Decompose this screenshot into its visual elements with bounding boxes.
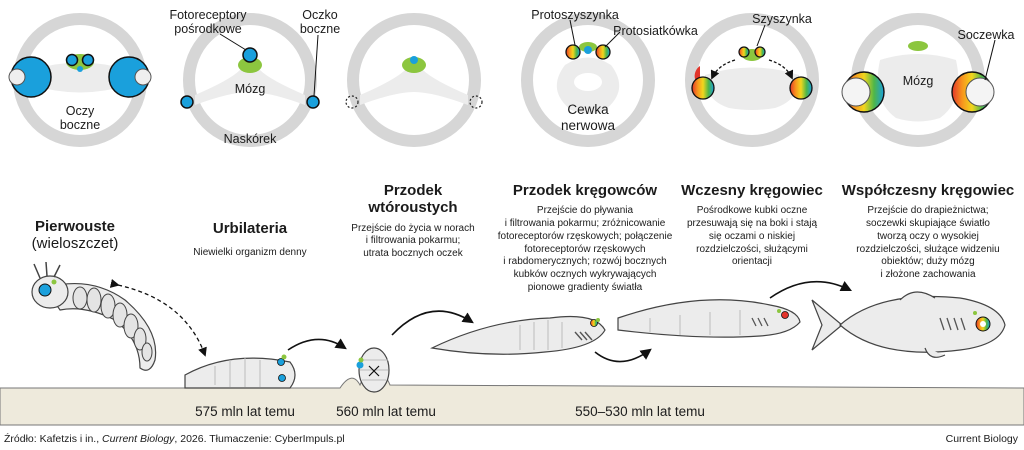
source-credit: Źródło: Kafetzis i in., Current Biology,…	[4, 433, 345, 445]
journal-credit: Current Biology	[945, 433, 1018, 445]
ocellus-left	[180, 95, 194, 109]
lost-ocellus-left	[345, 95, 359, 109]
section-vertebrate-ancestor	[521, 13, 655, 147]
ocellus-right	[306, 95, 320, 109]
polychaete	[31, 261, 157, 371]
label-pineal: Szyszynka	[752, 12, 812, 26]
section-early-vertebrate	[685, 13, 819, 147]
median-eye-right	[81, 53, 95, 67]
stage-early-vertebrate: Wczesny kręgowiec Pośrodkowe kubki oczne…	[681, 182, 823, 268]
label-brain-1: Mózg	[234, 82, 266, 96]
section-protostome	[8, 13, 152, 147]
lateral-eyecup-left	[691, 76, 715, 100]
stage-deuterostome: Przodek wtóroustych Przejście do życia w…	[351, 182, 475, 260]
median-eye-left	[65, 53, 79, 67]
seafloor	[0, 367, 1024, 426]
stage-urbilateria: Urbilateria Niewielki organizm denny	[193, 220, 307, 259]
era-560: 560 mln lat temu	[336, 404, 436, 419]
modern-vertebrate	[811, 291, 1006, 358]
urbilaterian	[184, 354, 296, 389]
label-proto-retina: Protosiatkówka	[613, 24, 698, 38]
label-proto-pineal: Protoszyszynka	[531, 8, 619, 22]
lost-ocellus-right	[469, 95, 483, 109]
section-modern-vertebrate	[841, 13, 995, 147]
median-eye	[242, 47, 258, 63]
stage-protostome-title: Pierwouste (wieloszczet)	[31, 218, 119, 253]
label-lens: Soczewka	[957, 28, 1015, 42]
label-epidermis: Naskórek	[223, 132, 277, 146]
era-575: 575 mln lat temu	[195, 404, 295, 419]
stage-modern-vertebrate: Współczesny kręgowiec Przejście do drapi…	[841, 182, 1015, 281]
vertebrate-ancestor	[430, 315, 606, 355]
section-urbilateria	[180, 13, 320, 147]
section-deuterostome	[345, 13, 483, 147]
era-550-530: 550–530 mln lat temu	[575, 404, 705, 419]
early-vertebrate	[617, 299, 801, 338]
label-brain-2: Mózg	[902, 74, 934, 88]
lateral-eyecup-right	[789, 76, 813, 100]
deuterostome-ancestor	[356, 347, 390, 393]
